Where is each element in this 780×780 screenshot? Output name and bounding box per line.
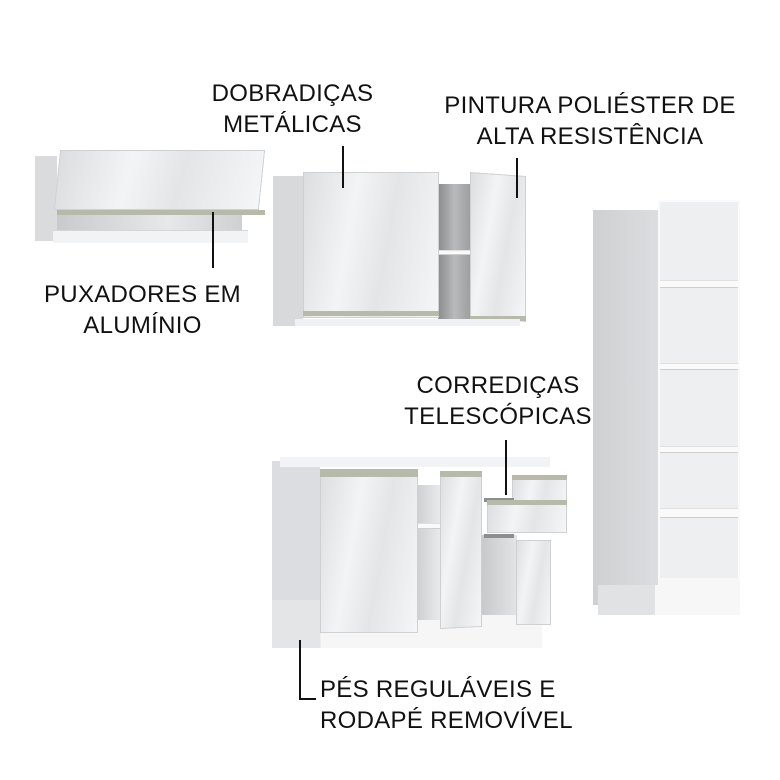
hinges-pointer-line (342, 146, 344, 188)
cabinet-top (280, 457, 550, 467)
upper-double-cabinet (273, 170, 528, 328)
left-door (303, 172, 439, 318)
shelf (660, 363, 738, 370)
slides-label: CORREDIÇAS TELESCÓPICAS (404, 372, 592, 430)
hinges-label: DOBRADIÇAS METÁLICAS (211, 80, 374, 138)
feet-label: PÉS REGULÁVEIS E RODAPÉ REMOVÍVEL (320, 676, 573, 734)
aluminum-handle (57, 210, 265, 215)
drawer-interior (482, 535, 517, 615)
paint-label: PINTURA POLIÉSTER DE ALTA RESISTÊNCIA (444, 92, 736, 150)
aluminum-handle (470, 316, 526, 321)
interior-shelf (418, 523, 440, 529)
aluminum-handle (487, 500, 567, 505)
feet-pointer-line-horizontal (299, 698, 316, 700)
aluminum-handle (303, 311, 439, 316)
cabinet-bottom (295, 319, 520, 326)
paint-pointer-line (516, 158, 518, 198)
tall-shelving-unit (593, 198, 743, 618)
middle-drawer (487, 503, 567, 533)
cabinet-bottom (53, 230, 248, 243)
unit-back-panel (658, 200, 740, 585)
lower-door-open (516, 540, 551, 625)
unit-plinth (598, 585, 740, 615)
cabinet-side-panel (272, 461, 320, 611)
base-cabinet (272, 455, 567, 650)
shelf (660, 280, 738, 288)
shelf (660, 508, 738, 518)
aluminum-handle (320, 469, 418, 477)
unit-side-panel (593, 210, 658, 605)
aluminum-handle (512, 475, 567, 480)
center-door-open (440, 471, 482, 630)
cabinet-side-panel (273, 176, 303, 326)
telescopic-slide (484, 534, 514, 538)
handles-label: PUXADORES EM ALUMÍNIO (44, 281, 241, 339)
shelf (660, 446, 738, 453)
left-door (320, 473, 418, 633)
open-interior (418, 485, 440, 620)
upper-flip-cabinet (35, 148, 266, 243)
flip-up-door (53, 150, 266, 210)
slides-pointer-line (505, 440, 507, 495)
interior-shelf (438, 250, 471, 255)
handles-pointer-line (212, 212, 214, 268)
cabinet-side-panel (35, 156, 57, 241)
aluminum-handle (440, 471, 482, 477)
feet-pointer-line-vertical (299, 640, 301, 700)
unit-bottom (658, 578, 740, 586)
